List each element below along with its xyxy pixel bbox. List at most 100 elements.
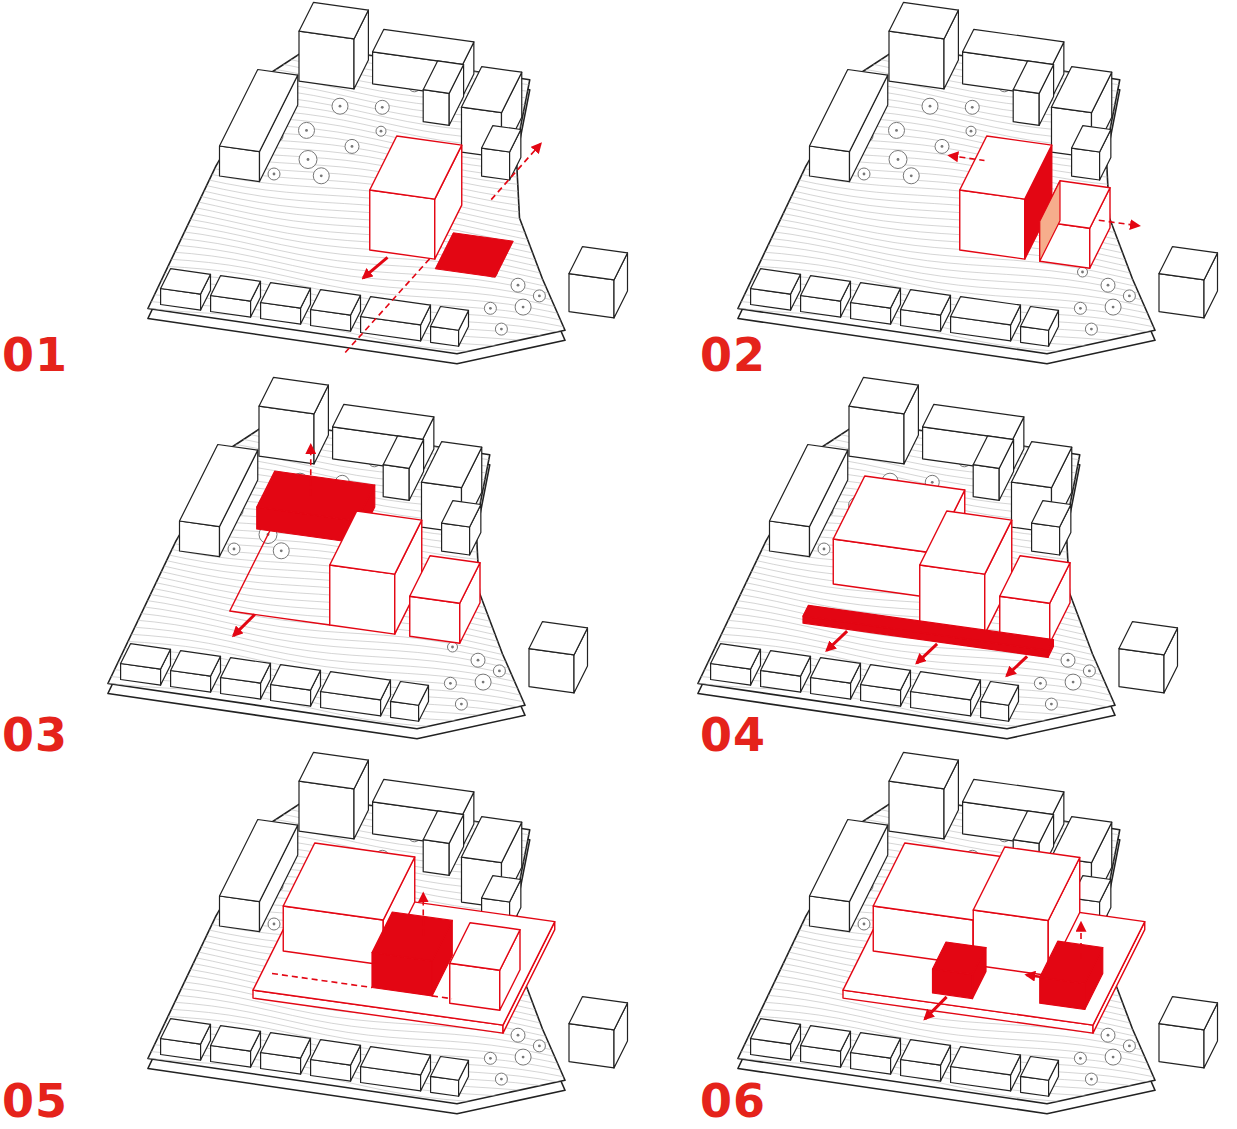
tree-trunk bbox=[1128, 295, 1131, 298]
front-face bbox=[259, 406, 314, 464]
tree-trunk bbox=[500, 1078, 503, 1081]
top-face bbox=[761, 651, 811, 676]
tree-symbol bbox=[1105, 1049, 1121, 1065]
tree-trunk bbox=[1107, 1034, 1110, 1037]
proposed-volume bbox=[960, 136, 1052, 259]
tree-trunk bbox=[460, 703, 463, 706]
proposed-volume bbox=[450, 923, 520, 1011]
context-building bbox=[761, 651, 811, 692]
top-face bbox=[121, 644, 171, 669]
tree-trunk bbox=[339, 105, 342, 108]
top-face bbox=[482, 876, 521, 902]
front-face bbox=[423, 90, 449, 126]
tree-trunk bbox=[1112, 306, 1115, 309]
tree-trunk bbox=[1090, 328, 1093, 331]
context-building bbox=[180, 445, 258, 557]
context-building bbox=[569, 247, 628, 318]
context-building bbox=[261, 283, 311, 324]
tree-symbol bbox=[475, 674, 491, 690]
proposed-volume bbox=[330, 511, 422, 634]
design-step-overlay bbox=[803, 476, 1070, 676]
top-face bbox=[1159, 997, 1218, 1030]
context-building bbox=[259, 377, 328, 464]
top-face bbox=[529, 622, 588, 655]
top-face bbox=[462, 817, 522, 863]
solid-arrow bbox=[925, 997, 947, 1019]
top-face bbox=[801, 1026, 851, 1051]
top-face bbox=[1119, 622, 1178, 655]
tree-symbol bbox=[922, 98, 938, 114]
top-face bbox=[920, 511, 1012, 574]
top-face bbox=[259, 377, 328, 414]
context-buildings bbox=[751, 752, 1218, 1096]
contour-lines bbox=[123, 34, 717, 362]
tree-trunk bbox=[863, 923, 866, 926]
context-building bbox=[299, 2, 368, 89]
tree-trunk bbox=[380, 130, 383, 133]
top-face bbox=[569, 247, 628, 280]
context-building bbox=[1159, 247, 1218, 318]
context-building bbox=[901, 290, 951, 331]
tree-symbol bbox=[1061, 653, 1075, 667]
contour-lines bbox=[83, 409, 677, 737]
tree-symbol bbox=[313, 168, 329, 184]
top-face bbox=[1040, 941, 1103, 983]
tree-trunk bbox=[1067, 659, 1070, 662]
tree-symbol bbox=[444, 677, 456, 689]
front-face bbox=[383, 465, 409, 501]
context-building bbox=[911, 672, 981, 716]
top-face bbox=[973, 436, 1013, 468]
tree-trunk bbox=[863, 173, 866, 176]
top-face bbox=[442, 501, 481, 527]
top-face bbox=[321, 672, 391, 700]
tree-symbol bbox=[515, 299, 531, 315]
design-step-overlay bbox=[345, 136, 540, 353]
tree-symbol bbox=[268, 918, 280, 930]
context-building bbox=[361, 1047, 431, 1091]
tree-trunk bbox=[517, 284, 520, 287]
tree-symbol bbox=[273, 543, 289, 559]
tree-symbol bbox=[966, 126, 976, 136]
top-face bbox=[161, 269, 211, 294]
tree-symbol bbox=[1045, 698, 1057, 710]
top-face bbox=[361, 297, 431, 325]
tree-trunk bbox=[971, 106, 974, 109]
dashed-arrow bbox=[950, 156, 985, 161]
top-face bbox=[973, 847, 1080, 921]
dashed-arrow bbox=[1080, 923, 1082, 959]
shifted-face bbox=[1040, 181, 1060, 262]
tree-symbol bbox=[533, 1040, 545, 1052]
context-building bbox=[569, 997, 628, 1068]
highlighted-volume bbox=[1040, 941, 1103, 1009]
context-building bbox=[889, 752, 958, 839]
front-face bbox=[960, 190, 1025, 259]
design-step-overlay bbox=[843, 843, 1145, 1033]
context-building bbox=[851, 1033, 901, 1074]
tree-symbol bbox=[495, 323, 507, 335]
context-building bbox=[161, 1019, 211, 1060]
front-face bbox=[889, 31, 944, 89]
context-building bbox=[751, 1019, 801, 1060]
contour-lines bbox=[713, 784, 1237, 1112]
context-buildings bbox=[751, 2, 1218, 346]
solid-arrow bbox=[917, 644, 937, 663]
tree-trunk bbox=[1079, 1057, 1082, 1060]
top-face bbox=[383, 436, 423, 468]
top-face bbox=[180, 445, 258, 527]
top-face bbox=[450, 923, 520, 971]
top-face bbox=[810, 70, 888, 152]
context-building bbox=[121, 644, 171, 685]
top-face bbox=[810, 820, 888, 902]
context-building bbox=[810, 70, 888, 182]
top-face bbox=[1159, 247, 1218, 280]
front-face bbox=[442, 523, 470, 555]
tree-symbol bbox=[484, 302, 496, 314]
top-face bbox=[770, 445, 848, 527]
tree-trunk bbox=[477, 659, 480, 662]
top-face bbox=[889, 752, 958, 789]
top-face bbox=[751, 1019, 801, 1044]
tree-trunk bbox=[941, 145, 944, 148]
top-face bbox=[803, 605, 1053, 650]
tree-trunk bbox=[929, 105, 932, 108]
